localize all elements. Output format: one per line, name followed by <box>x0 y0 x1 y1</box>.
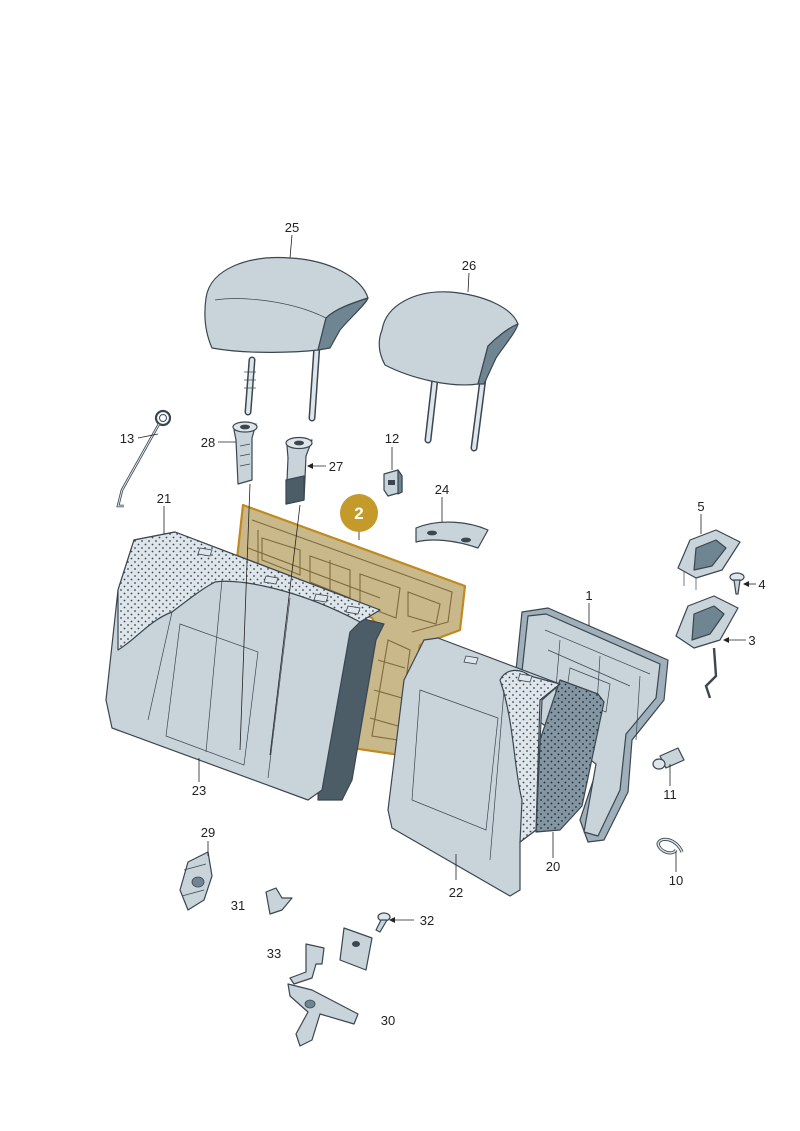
bushing-11[interactable] <box>652 747 685 770</box>
callout-32[interactable]: 32 <box>420 913 434 928</box>
callout-labels: 25 26 13 28 27 12 24 21 1 5 4 3 11 10 20… <box>120 220 766 1028</box>
callout-24[interactable]: 24 <box>435 482 449 497</box>
hinge-bracket-29[interactable] <box>179 851 213 911</box>
clip-10[interactable] <box>656 837 684 855</box>
callout-20[interactable]: 20 <box>546 859 560 874</box>
callout-13[interactable]: 13 <box>120 431 134 446</box>
highlight-badge-number: 2 <box>354 504 363 523</box>
backrest-right[interactable] <box>387 637 605 897</box>
leader-lines <box>137 234 756 923</box>
callout-12[interactable]: 12 <box>385 431 399 446</box>
highlight-badge[interactable]: 2 <box>340 494 378 532</box>
callout-33[interactable]: 33 <box>267 946 281 961</box>
headrest-left[interactable] <box>204 256 369 422</box>
callout-29[interactable]: 29 <box>201 825 215 840</box>
callout-22[interactable]: 22 <box>449 885 463 900</box>
clip-12[interactable] <box>383 469 403 497</box>
callout-28[interactable]: 28 <box>201 435 215 450</box>
headrest-right[interactable] <box>378 291 519 452</box>
trim-cover-5[interactable] <box>677 529 741 590</box>
callout-25[interactable]: 25 <box>285 220 299 235</box>
callout-3[interactable]: 3 <box>748 633 755 648</box>
headrest-guide-sleeve-27[interactable] <box>285 436 313 505</box>
callout-21[interactable]: 21 <box>157 491 171 506</box>
callout-30[interactable]: 30 <box>381 1013 395 1028</box>
trim-cover-3[interactable] <box>675 595 739 699</box>
callout-1[interactable]: 1 <box>585 588 592 603</box>
headrest-guide-sleeve-28[interactable] <box>232 421 258 485</box>
callout-31[interactable]: 31 <box>231 898 245 913</box>
callout-11[interactable]: 11 <box>663 787 677 802</box>
callout-10[interactable]: 10 <box>669 873 683 888</box>
wire-pin[interactable] <box>116 409 172 508</box>
callout-27[interactable]: 27 <box>329 459 343 474</box>
cover-plate-24[interactable] <box>415 521 489 549</box>
bracket-plate-33[interactable] <box>289 927 373 985</box>
callout-26[interactable]: 26 <box>462 258 476 273</box>
callout-23[interactable]: 23 <box>192 783 206 798</box>
screw-32[interactable] <box>375 912 391 933</box>
callout-5[interactable]: 5 <box>697 499 704 514</box>
release-lever-30[interactable] <box>287 983 359 1047</box>
screw-4[interactable] <box>729 572 745 595</box>
callout-4[interactable]: 4 <box>758 577 765 592</box>
clip-nut-31[interactable] <box>265 887 293 915</box>
